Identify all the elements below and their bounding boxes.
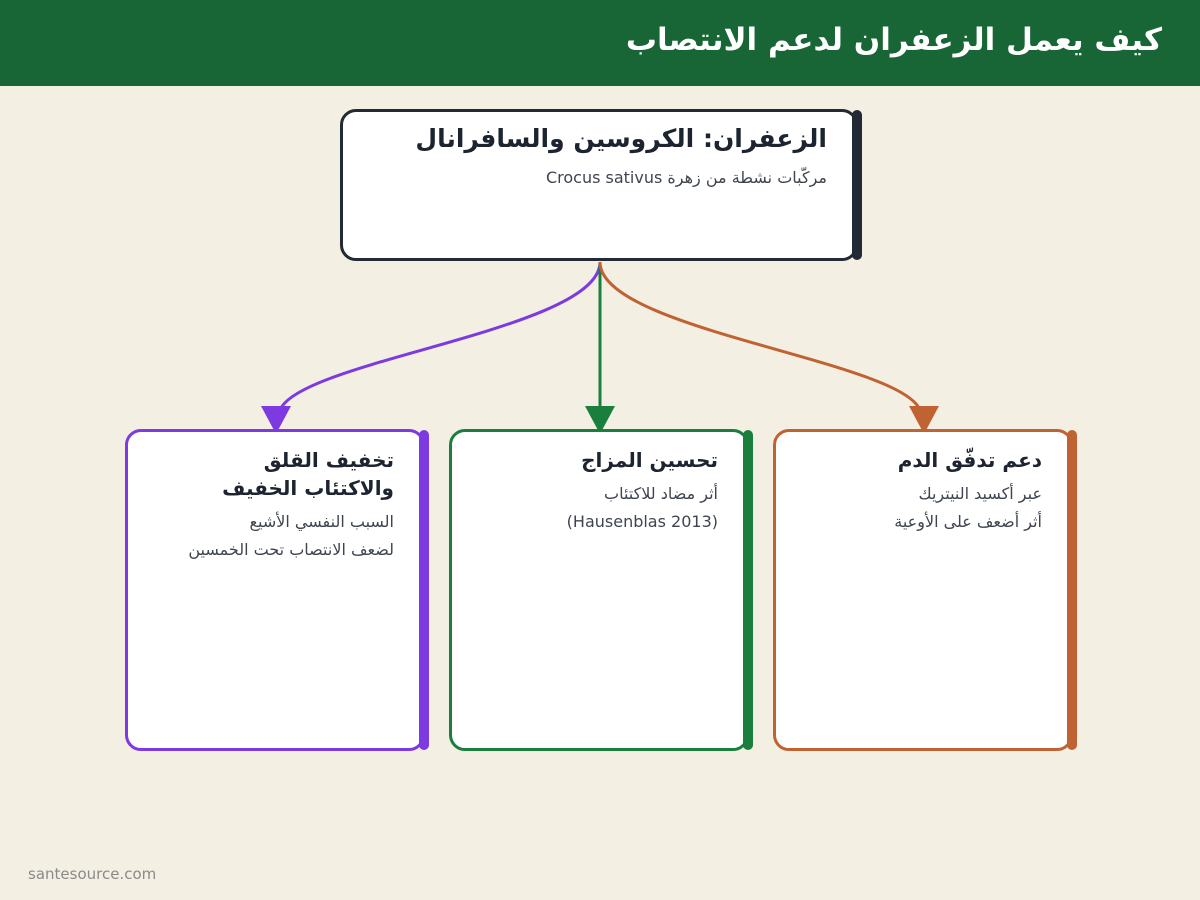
card-description: مركّبات نشطة من زهرة Crocus sativus <box>363 164 827 192</box>
title-line: والاكتئاب الخفيف <box>222 476 394 500</box>
title-line: تحسين المزاج <box>581 448 718 472</box>
card-accent-bar <box>852 110 862 260</box>
anxiety-card: تخفيف القلق والاكتئاب الخفيف السبب النفس… <box>125 429 429 751</box>
mood-card: تحسين المزاج أثر مضاد للاكتئاب (Hausenbl… <box>449 429 753 751</box>
saffron-compounds-card: الزعفران: الكروسين والسافرانال مركّبات ن… <box>340 109 862 261</box>
connector-anxiety <box>278 261 602 411</box>
blood-flow-card: دعم تدفّق الدم عبر أكسيد النيتريك أثر أض… <box>773 429 1077 751</box>
card-description: عبر أكسيد النيتريك أثر أضعف على الأوعية <box>796 480 1042 536</box>
card-title: الزعفران: الكروسين والسافرانال <box>415 124 827 153</box>
header-banner: كيف يعمل الزعفران لدعم الانتصاب <box>0 0 1200 86</box>
description-line: السبب النفسي الأشيع <box>249 512 394 531</box>
description-line: مركّبات نشطة من زهرة Crocus sativus <box>545 168 827 187</box>
card-description: السبب النفسي الأشيع لضعف الانتصاب تحت ال… <box>148 508 394 564</box>
connector-blood <box>598 261 922 411</box>
arrow-head-anxiety <box>261 406 291 434</box>
description-line: أثر أضعف على الأوعية <box>894 512 1042 531</box>
arrow-head-mood <box>585 406 615 434</box>
description-line: أثر مضاد للاكتئاب <box>604 484 718 503</box>
title-line: تخفيف القلق <box>263 448 394 472</box>
source-footer: santesource.com <box>28 865 157 883</box>
title-line: دعم تدفّق الدم <box>897 448 1042 472</box>
card-title: تخفيف القلق والاكتئاب الخفيف <box>148 446 394 502</box>
card-accent-bar <box>743 430 753 750</box>
card-accent-bar <box>419 430 429 750</box>
card-accent-bar <box>1067 430 1077 750</box>
card-description: أثر مضاد للاكتئاب (Hausenblas 2013) <box>472 480 718 536</box>
page-title: كيف يعمل الزعفران لدعم الانتصاب <box>625 22 1162 58</box>
description-line: (Hausenblas 2013) <box>566 512 718 531</box>
description-line: عبر أكسيد النيتريك <box>918 484 1042 503</box>
arrow-head-blood <box>909 406 939 434</box>
card-title: دعم تدفّق الدم <box>796 446 1042 474</box>
description-line: لضعف الانتصاب تحت الخمسين <box>188 540 394 559</box>
card-title: تحسين المزاج <box>472 446 718 474</box>
